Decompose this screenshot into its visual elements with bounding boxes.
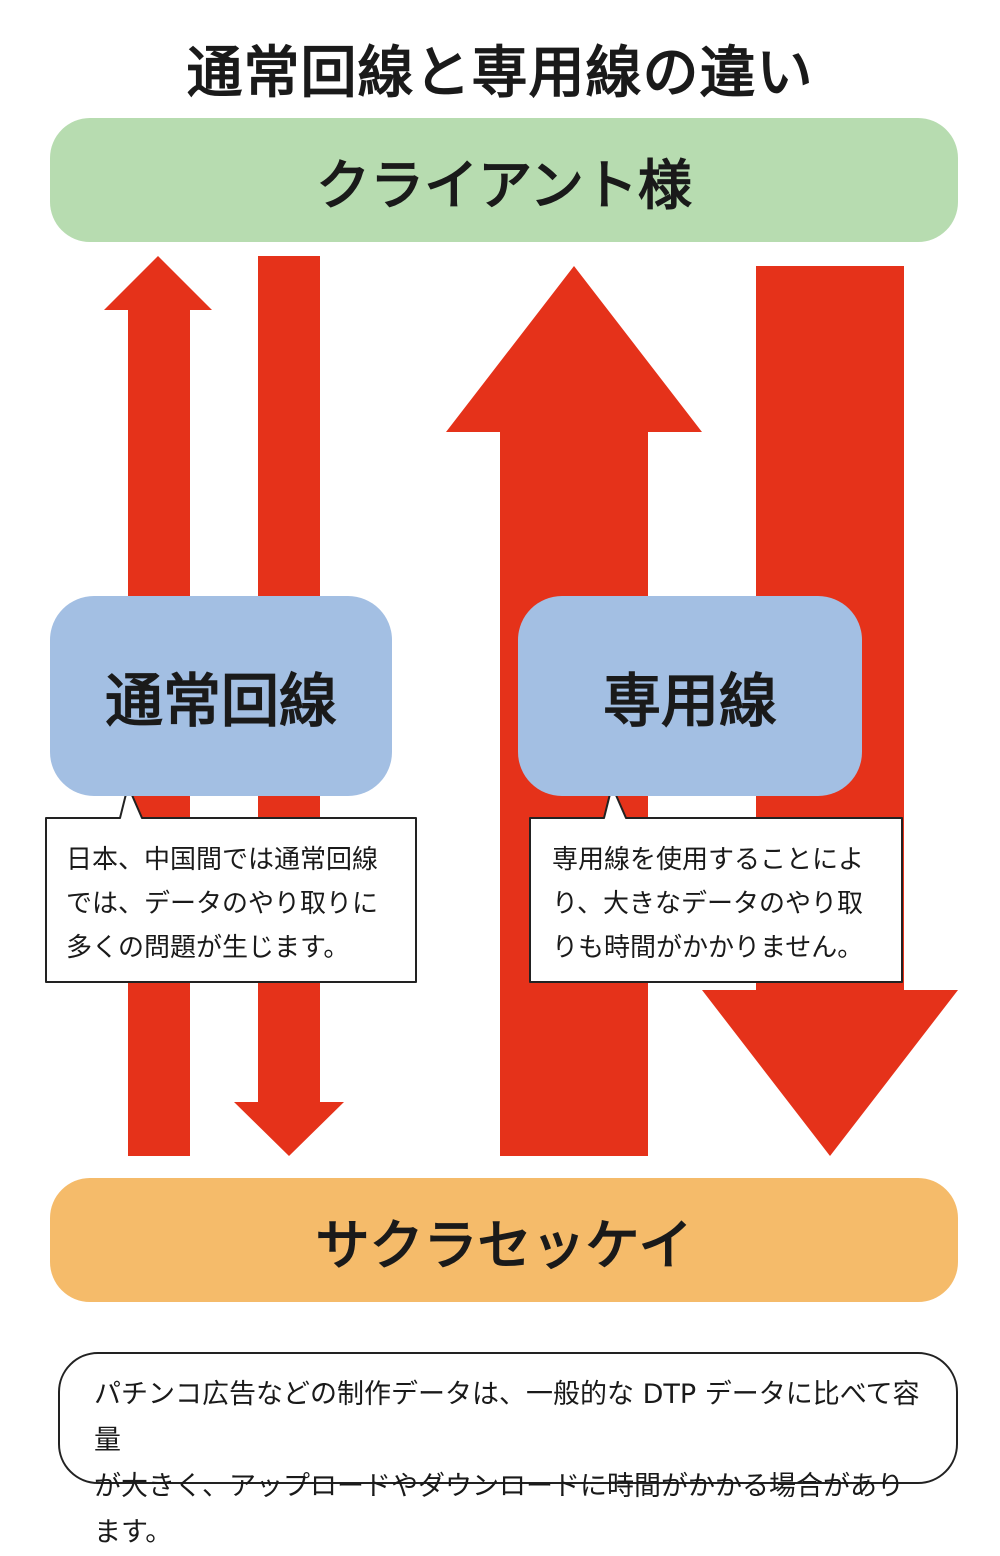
dedicated-callout-bubble <box>529 785 903 983</box>
client-label: クライアント様 <box>316 153 692 217</box>
client-box: クライアント様 <box>50 118 958 242</box>
normal-callout-bubble <box>45 785 417 983</box>
vendor-box: サクラセッケイ <box>50 1178 958 1302</box>
normal-line-label: 通常回線 <box>50 596 392 796</box>
normal-line-description: 日本、中国間では通常回線 では、データのやり取りに 多くの問題が生じます。 <box>66 845 379 963</box>
dedicated-line-label-text: 専用線 <box>602 667 777 735</box>
vendor-label: サクラセッケイ <box>315 1213 693 1277</box>
dedicated-line-label: 専用線 <box>518 596 862 796</box>
dedicated-line-description: 専用線を使用することによ り、大きなデータのやり取 りも時間がかかりません。 <box>552 845 865 963</box>
footer-note: パチンコ広告などの制作データは、一般的な DTP データに比べて容量 が大きく、… <box>58 1352 958 1548</box>
normal-line-label-text: 通常回線 <box>104 667 337 735</box>
page-title: 通常回線と専用線の違い <box>186 41 814 106</box>
